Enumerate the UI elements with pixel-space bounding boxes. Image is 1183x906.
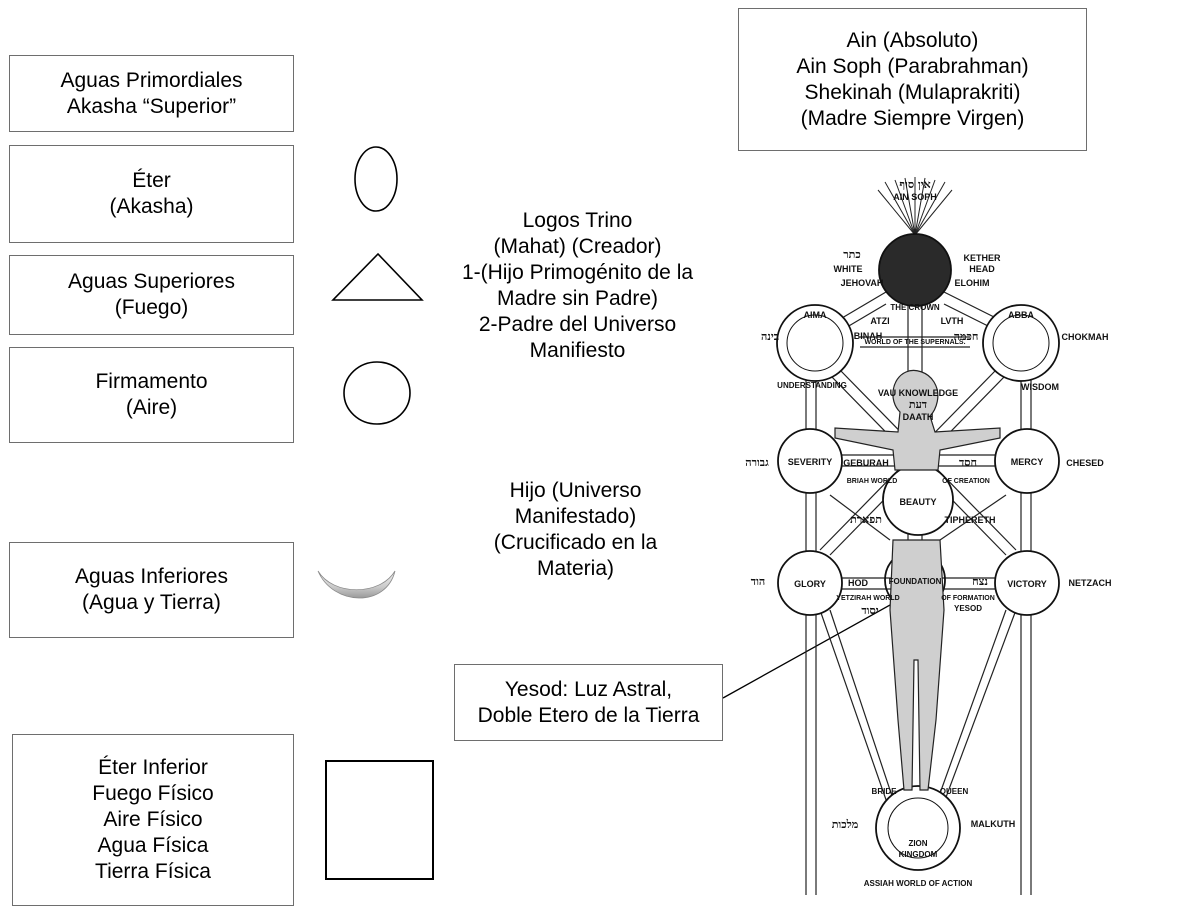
- chokmah-hebrew: חכמה: [954, 330, 979, 343]
- box-eter-inferior: Éter Inferior Fuego Físico Aire Físico A…: [12, 734, 294, 906]
- chesed-circle: [994, 428, 1060, 494]
- malkuth-hebrew: מלכות: [832, 818, 859, 831]
- ellipse-symbol: [354, 146, 398, 212]
- supernals-label: WORLD OF THE SUPERNALS.: [864, 339, 965, 346]
- foundation-label: FOUNDATION: [889, 577, 942, 586]
- tiphereth-hebrew: תפארת: [850, 513, 882, 526]
- netzach-hebrew: נצח: [972, 575, 988, 588]
- daath-label: DAATH: [903, 412, 934, 422]
- geburah-circle: [777, 428, 843, 494]
- geburah-label: GEBURAH: [843, 458, 889, 468]
- chokmah-label: CHOKMAH: [1062, 332, 1109, 342]
- box-aguas-inferiores: Aguas Inferiores (Agua y Tierra): [9, 542, 294, 638]
- wisdom-label: WISDOM: [1021, 382, 1059, 392]
- box-aguas-primordiales: Aguas Primordiales Akasha “Superior”: [9, 55, 294, 132]
- box-eter: Éter (Akasha): [9, 145, 294, 243]
- luth-label: LVTH: [941, 316, 964, 326]
- head-label: HEAD: [969, 264, 995, 274]
- hod-label: HOD: [848, 578, 869, 588]
- ain-soph-label: AIN SOPH: [893, 192, 937, 202]
- glory-label: GLORY: [794, 579, 826, 589]
- kether-hebrew: כתר: [843, 248, 861, 261]
- victory-label: VICTORY: [1007, 579, 1047, 589]
- atzi-label: ATZI: [870, 316, 889, 326]
- square-symbol: [325, 760, 434, 880]
- briah-world-label: BRIAH WORLD: [847, 478, 898, 485]
- figure-silhouette: [834, 369, 1001, 791]
- binah-circle: [776, 304, 854, 382]
- netzach-circle: [994, 550, 1060, 616]
- of-formation-label: OF FORMATION: [941, 595, 995, 602]
- box-ain: Ain (Absoluto) Ain Soph (Parabrahman) Sh…: [738, 8, 1087, 151]
- elohim-label: ELOHIM: [955, 278, 990, 288]
- kingdom-label: KINGDOM: [899, 850, 938, 859]
- triangle-symbol: [331, 252, 424, 301]
- text-hijo: Hijo (Universo Manifestado) (Crucificado…: [493, 479, 658, 580]
- chokmah-circle: [982, 304, 1060, 382]
- circle-symbol: [343, 361, 411, 425]
- netzach-label: NETZACH: [1069, 578, 1112, 588]
- the-crown-label: THE CROWN: [890, 303, 940, 312]
- queen-label: QUEEN: [940, 787, 969, 796]
- crescent-symbol: [317, 570, 396, 599]
- mercy-label: MERCY: [1011, 457, 1044, 467]
- ain-soph-rays: [877, 177, 953, 236]
- yesod-label: YESOD: [954, 604, 982, 613]
- zion-label: ZION: [908, 839, 927, 848]
- text-logos-trino: Logos Trino (Mahat) (Creador) 1-(Hijo Pr…: [461, 209, 694, 362]
- box-yesod: Yesod: Luz Astral, Doble Etero de la Tie…: [454, 664, 723, 741]
- of-creation-label: OF CREATION: [942, 478, 990, 485]
- white-label: WHITE: [834, 264, 863, 274]
- abba-label: ABBA: [1008, 310, 1034, 320]
- bride-label: BRIDE: [872, 787, 898, 796]
- chesed-label: CHESED: [1066, 458, 1104, 468]
- aima-label: AIMA: [804, 310, 827, 320]
- yetzirah-world-label: YETZIRAH WORLD: [836, 595, 899, 602]
- understanding-label: UNDERSTANDING: [777, 381, 847, 390]
- binah-label: BINAH: [854, 331, 883, 341]
- chesed-hebrew: חסד: [959, 456, 977, 469]
- yesod-hebrew: יסוד: [861, 604, 878, 617]
- hod-circle: [777, 550, 843, 616]
- binah-hebrew: בינה: [761, 330, 779, 343]
- daath-hebrew: דעת: [909, 398, 927, 411]
- box-aguas-superiores: Aguas Superiores (Fuego): [9, 255, 294, 335]
- malkuth-label: MALKUTH: [971, 819, 1016, 829]
- kether-circle: [878, 233, 952, 307]
- assiah-label: ASSIAH WORLD OF ACTION: [864, 879, 973, 888]
- beauty-label: BEAUTY: [899, 497, 936, 507]
- geburah-hebrew: גבורה: [745, 456, 769, 469]
- jehovah-label: JEHOVAH: [841, 278, 884, 288]
- kether-label: KETHER: [963, 253, 1001, 263]
- vau-knowledge-label: VAU KNOWLEDGE: [878, 388, 958, 398]
- hod-hebrew: הוד: [751, 575, 765, 588]
- tiphereth-label: TIPHERETH: [944, 515, 995, 525]
- ain-soph-hebrew: אין סוף: [899, 178, 930, 191]
- severity-label: SEVERITY: [788, 457, 833, 467]
- box-firmamento: Firmamento (Aire): [9, 347, 294, 443]
